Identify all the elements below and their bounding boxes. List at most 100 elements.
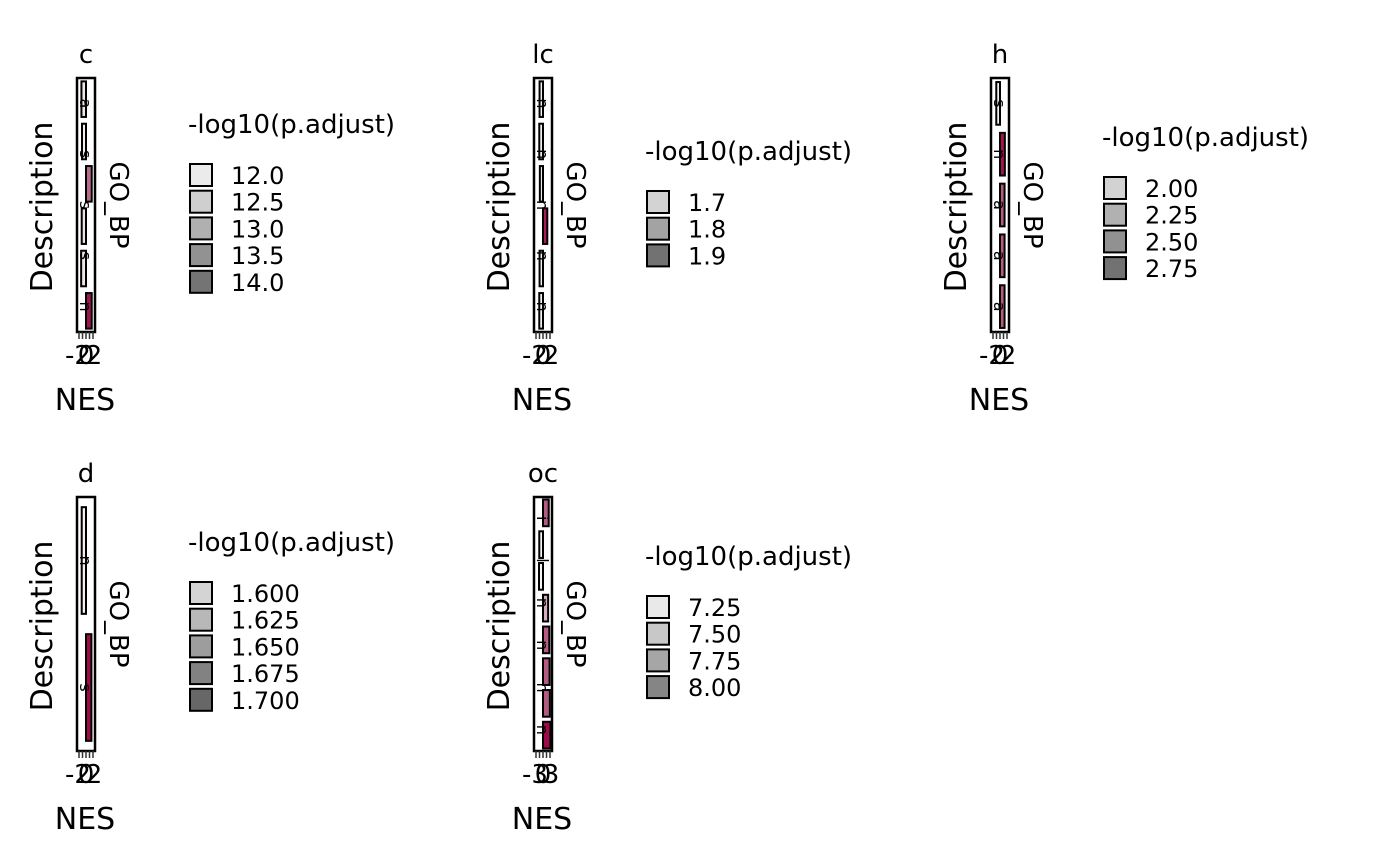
x-tick-label: -2 (979, 341, 1005, 371)
bar (538, 122, 544, 161)
y-tick-label: s (76, 683, 95, 691)
facet-label: GO_BP (103, 580, 133, 667)
y-tick-label: n (533, 598, 552, 608)
legend-key (1103, 229, 1127, 254)
bar (85, 292, 93, 330)
y-tick-label: s (76, 252, 95, 260)
facet-label: GO_BP (560, 161, 590, 248)
x-tick-label: 0 (535, 760, 552, 790)
legend-label: 12.5 (231, 189, 284, 217)
x-axis-title: NES (55, 383, 115, 418)
legend-label: 1.8 (688, 216, 726, 244)
legend-label: 12.0 (231, 162, 284, 190)
legend-label: 1.650 (231, 633, 300, 661)
panel-title: oc (528, 459, 558, 489)
y-tick-label: n (533, 682, 552, 692)
x-tick-label: 3 (543, 760, 560, 790)
bar (538, 249, 544, 288)
facet-label: GO_BP (1017, 161, 1047, 248)
x-tick-label: -2 (65, 341, 91, 371)
panel-1: lcGO_BPnnnnnDescription-202NES-log10(p.a… (482, 40, 852, 418)
legend-label: 2.25 (1145, 202, 1198, 230)
legend-key (1103, 256, 1127, 281)
x-tick-label: 0 (992, 341, 1009, 371)
bar (80, 80, 88, 118)
legend-label: 13.5 (231, 242, 284, 270)
y-tick-label: l (533, 558, 552, 562)
legend-label: 2.00 (1145, 175, 1198, 203)
bar (80, 249, 88, 288)
bar (542, 498, 550, 528)
y-axis-title: Description (482, 122, 517, 293)
y-tick-label: s (76, 150, 95, 158)
legend-label: 7.50 (688, 621, 741, 649)
legend-key (646, 675, 670, 700)
legend-key (1103, 176, 1127, 200)
bar (542, 689, 551, 718)
legend-label: 1.9 (688, 242, 726, 270)
legend-label: 1.600 (231, 580, 300, 608)
bar (542, 720, 552, 750)
y-tick-label: n (533, 302, 552, 312)
bar (538, 530, 544, 559)
panel-title: h (992, 40, 1008, 70)
legend-key (189, 216, 213, 241)
x-tick-label: -2 (65, 760, 91, 790)
legend-key (646, 621, 670, 646)
legend-key (189, 687, 213, 712)
legend-label: 7.75 (688, 647, 741, 675)
bar (999, 131, 1006, 177)
x-tick-label: 0 (535, 341, 552, 371)
panel-2: hGO_BPsnaaaDescription-202NES-log10(p.ad… (939, 40, 1309, 418)
panel-title: c (79, 40, 93, 70)
bar (542, 207, 549, 245)
bar (85, 165, 93, 203)
bar (85, 633, 93, 742)
panel-0: cGO_BPasssnDescription-202NES-log10(p.ad… (25, 40, 395, 418)
bar (81, 122, 87, 161)
y-tick-label: n (533, 640, 552, 650)
y-axis-title: Description (939, 122, 974, 293)
y-tick-label: s (990, 99, 1009, 107)
bar (80, 506, 88, 615)
y-tick-label: a (990, 302, 1009, 312)
y-tick-label: a (990, 251, 1009, 261)
legend-label: 1.675 (231, 660, 300, 688)
bar (542, 593, 550, 623)
x-tick-label: -2 (522, 341, 548, 371)
y-tick-label: n (533, 251, 552, 261)
legend-key (189, 661, 213, 686)
x-axis-title: NES (969, 383, 1029, 418)
legend-label: 1.625 (231, 607, 300, 635)
x-axis-title: NES (55, 802, 115, 837)
legend-key (189, 269, 213, 294)
legend-title: -log10(p.adjust) (188, 110, 395, 140)
legend-key (189, 581, 213, 605)
y-axis-title: Description (25, 122, 60, 293)
x-tick-label: -3 (522, 760, 548, 790)
legend-label: 7.25 (688, 594, 741, 622)
legend-key (189, 189, 213, 214)
y-axis-title: Description (25, 541, 60, 712)
legend-key (1103, 202, 1127, 227)
bar (542, 657, 551, 686)
legend-key (646, 216, 670, 241)
bar (999, 182, 1006, 228)
legend-label: 14.0 (231, 269, 284, 297)
bar (538, 165, 544, 203)
x-axis-title: NES (512, 802, 572, 837)
y-tick-label: n (533, 200, 552, 210)
y-tick-label: n (533, 725, 552, 735)
legend-label: 1.7 (688, 189, 726, 217)
facet-label: GO_BP (103, 161, 133, 248)
bar (538, 292, 544, 330)
bar (999, 233, 1006, 279)
legend-label: 8.00 (688, 674, 741, 702)
facet-label: GO_BP (560, 580, 590, 667)
legend-key (189, 163, 213, 187)
y-tick-label: n (533, 149, 552, 159)
y-tick-label: n (533, 98, 552, 108)
legend-label: 13.0 (231, 215, 284, 243)
legend-key (189, 634, 213, 659)
